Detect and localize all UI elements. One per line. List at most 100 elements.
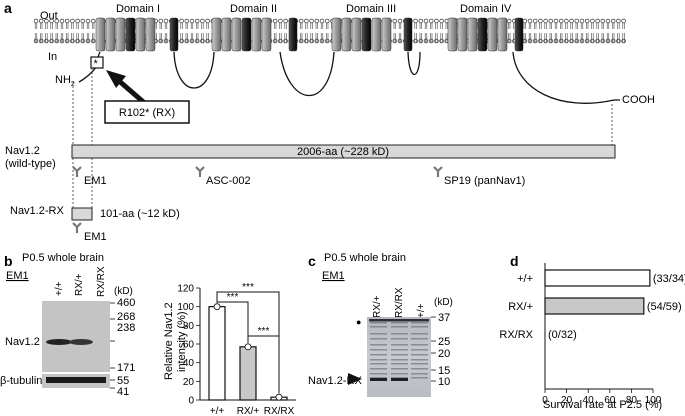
blot-c-band-lane-3-0 <box>411 322 428 324</box>
helix-d2-s4 <box>241 17 252 52</box>
membrane-lipid-upper-head <box>522 18 528 24</box>
chart-d-value-label-2: (0/32) <box>548 329 577 341</box>
blot-c-bands <box>369 319 429 381</box>
membrane-lipid-lower-head <box>543 38 548 44</box>
membrane-lipid-lower-head <box>506 38 512 44</box>
helix-d1-s5 <box>135 17 146 52</box>
marker-41: 41 <box>117 386 129 398</box>
membrane-lipid-lower-head <box>569 38 574 44</box>
domain-iii-label: Domain III <box>346 3 396 15</box>
blot-c-band-lane-2-11 <box>391 377 408 379</box>
antibody-asc002: ASC-002 <box>206 175 251 187</box>
helix-d4-s1 <box>447 17 458 52</box>
chart-b-ytick-label-80: 80 <box>183 321 195 332</box>
membrane-lipid-upper-head <box>621 18 626 24</box>
lane-label-wt: +/+ <box>54 281 65 296</box>
chart-b-ytick-label-120: 120 <box>177 284 194 295</box>
membrane-lipid-lower-head <box>283 38 288 44</box>
helix-d1-s1 <box>95 17 106 52</box>
membrane-lipid-upper-head <box>38 18 44 24</box>
antibody-sp19: SP19 (panNav1) <box>444 175 525 187</box>
marker-55: 55 <box>117 375 129 387</box>
marker-ticks-b <box>110 302 115 389</box>
membrane-lipid-lower-head <box>80 38 86 44</box>
protein-loops <box>78 51 620 104</box>
membrane-lipid-upper-head <box>184 18 190 24</box>
membrane-lipid-upper-head <box>392 18 398 24</box>
band-wt <box>46 339 72 345</box>
membrane-lipid-upper-head <box>553 18 559 24</box>
membrane-lipid-lower-head <box>522 38 528 44</box>
membrane-lipid-upper-head <box>278 18 283 24</box>
membrane-lipid-lower-head <box>392 38 398 44</box>
blot-c-band-lane-3-6 <box>411 354 428 356</box>
chart-b-ytick-label-60: 60 <box>183 340 195 351</box>
membrane-lipid-lower-head <box>38 38 44 44</box>
membrane-lipid-upper-head <box>70 18 75 24</box>
membrane-lipid-lower-head <box>423 38 429 44</box>
membrane-lipid-lower-head <box>194 38 200 44</box>
marker-268: 268 <box>117 311 135 323</box>
membrane-lipid-lower-head <box>595 38 600 44</box>
wt-name-line2: (wild-type) <box>5 158 56 170</box>
membrane-lipid-lower-head <box>621 38 626 44</box>
antibody-y-sp19 <box>433 166 443 177</box>
mutation-site-box <box>90 56 104 69</box>
membrane-lipid-upper-head <box>314 18 320 24</box>
membrane-lipid-lower-head <box>564 38 569 44</box>
membrane-lipid-upper-head <box>527 18 533 24</box>
chart-b-significance-2: *** <box>258 326 270 337</box>
panel-c-letter: c <box>308 253 316 269</box>
blot-c-band-lane-3-3 <box>411 338 428 340</box>
lane-label-rx-hom: RX/RX <box>96 266 107 297</box>
in-label: In <box>48 51 57 63</box>
membrane-lipid-lower-head <box>75 38 80 44</box>
chart-d-category-2: RX/RX <box>499 329 533 341</box>
lane-c-rx-hom: RX/RX <box>394 287 405 318</box>
membrane-lipid-upper-head <box>564 18 569 24</box>
membrane-lipid-upper-head <box>574 18 580 24</box>
membrane-lipid-lower-head <box>532 38 538 44</box>
domain-iv-label: Domain IV <box>460 3 512 15</box>
band-label-nav12: Nav1.2 <box>5 336 40 348</box>
membrane-lipid-lower-head <box>428 38 434 44</box>
membrane-lipid-lower-head <box>319 38 325 44</box>
membrane-lipid-upper-head <box>595 18 600 24</box>
membrane-lipid-upper-head <box>600 18 606 24</box>
membrane-lipid-lower-head <box>70 38 75 44</box>
rx-name: Nav1.2-RX <box>10 205 64 217</box>
blot-c-band-lane-2-0 <box>391 322 408 324</box>
pore-helix-1 <box>169 17 179 52</box>
marker-c-10: 10 <box>438 376 450 388</box>
membrane-lipid-upper-head <box>558 18 564 24</box>
membrane-lipid-lower-head <box>548 38 554 44</box>
panel-c-antibody: EM1 <box>322 270 345 282</box>
membrane-lipid-lower-head <box>574 38 580 44</box>
kd-label-c: (kD) <box>434 297 453 308</box>
wt-name-line1: Nav1.2 <box>5 145 40 157</box>
domain-ii-label: Domain II <box>230 3 277 15</box>
membrane-lipid-upper-head <box>584 18 590 24</box>
chart-d-category-0: +/+ <box>517 273 533 285</box>
membrane-lipid-upper-head <box>439 18 444 24</box>
helix-d1-s2 <box>105 17 116 52</box>
blot-c-band-lane-1-6 <box>370 354 387 356</box>
blot-c-nonspecific-band <box>369 319 429 322</box>
membrane-lipid-lower-head <box>413 38 418 44</box>
blot-c-rx-band-lane-2 <box>391 378 408 381</box>
helix-d2-s6 <box>261 17 272 52</box>
membrane-lipid-lower-head <box>272 38 278 44</box>
membrane-lipid-upper-head <box>194 18 200 24</box>
membrane-lipid-upper-head <box>548 18 554 24</box>
panel-a: a Out In Domain I Domain II Domain III D… <box>4 0 655 243</box>
membrane-lipid-lower-head <box>439 38 444 44</box>
helix-d4-s4 <box>477 17 488 52</box>
blot-c-band-lane-2-5 <box>391 349 408 351</box>
chart-b-xtick-label-2: RX/RX <box>264 406 295 416</box>
helix-d3-s1 <box>331 17 342 52</box>
mutation-arrow-head <box>106 70 126 88</box>
wt-protein-bar <box>71 144 616 159</box>
membrane-lipid-upper-head <box>189 18 195 24</box>
